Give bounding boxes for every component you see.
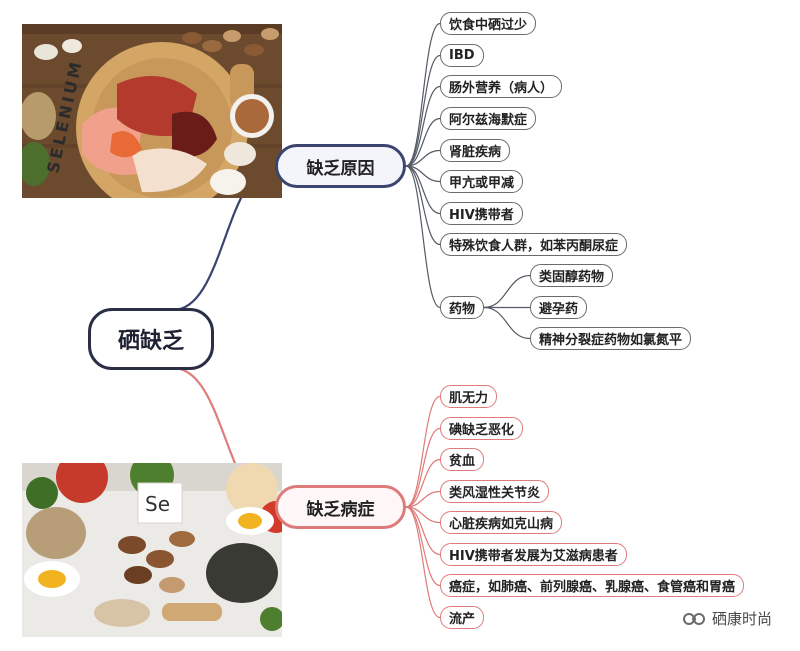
connector-cause-medication — [406, 166, 440, 308]
selenium-foods-photo-bottom: Se — [22, 463, 282, 637]
cause-low-dietary-selenium: 饮食中硒过少 — [440, 12, 536, 35]
watermark: 硒康时尚 — [682, 608, 772, 629]
symptom-anemia: 贫血 — [440, 448, 484, 471]
cause-kidney-disease: 肾脏疾病 — [440, 139, 510, 162]
cause-special-diet: 特殊饮食人群，如苯丙酮尿症 — [440, 233, 627, 256]
med-steroids: 类固醇药物 — [530, 264, 613, 287]
connector-symptom-iodine-deficiency-worse — [406, 429, 440, 508]
wechat-official-account-icon — [682, 610, 708, 628]
cause-hiv-carrier: HIV携带者 — [440, 202, 523, 225]
se-card-text: Se — [145, 492, 170, 516]
symptom-hiv-to-aids: HIV携带者发展为艾滋病患者 — [440, 543, 627, 566]
root-node: 硒缺乏 — [88, 308, 214, 370]
cause-ibd: IBD — [440, 44, 484, 67]
branch-symptoms: 缺乏病症 — [275, 485, 406, 529]
symptom-iodine-deficiency-worse: 碘缺乏恶化 — [440, 417, 523, 440]
watermark-text: 硒康时尚 — [712, 608, 772, 629]
symptom-cancer: 癌症，如肺癌、前列腺癌、乳腺癌、食管癌和胃癌 — [440, 574, 744, 597]
symptom-miscarriage: 流产 — [440, 606, 484, 629]
cause-thyroid: 甲亢或甲减 — [440, 170, 523, 193]
branch-causes: 缺乏原因 — [275, 144, 406, 188]
symptom-rheumatoid-arthritis: 类风湿性关节炎 — [440, 480, 549, 503]
cause-parenteral-nutrition: 肠外营养（病人） — [440, 75, 562, 98]
connector-symptom-cancer — [406, 507, 440, 586]
symptom-muscle-weakness: 肌无力 — [440, 385, 497, 408]
selenium-foods-photo-top: SELENIUM — [22, 24, 282, 198]
cause-medication: 药物 — [440, 296, 484, 319]
connector-symptom-muscle-weakness — [406, 397, 440, 508]
connector-cause-ibd — [406, 56, 440, 167]
cause-alzheimers: 阿尔兹海默症 — [440, 107, 536, 130]
connector-med-antipsychotic-clozapine — [484, 308, 530, 339]
connector-med-steroids — [484, 276, 530, 308]
symptom-heart-disease: 心脏疾病如克山病 — [440, 511, 562, 534]
med-contraceptives: 避孕药 — [530, 296, 587, 319]
med-antipsychotic-clozapine: 精神分裂症药物如氯氮平 — [530, 327, 691, 350]
connector-cause-low-dietary-selenium — [406, 24, 440, 167]
connector-symptom-miscarriage — [406, 507, 440, 618]
